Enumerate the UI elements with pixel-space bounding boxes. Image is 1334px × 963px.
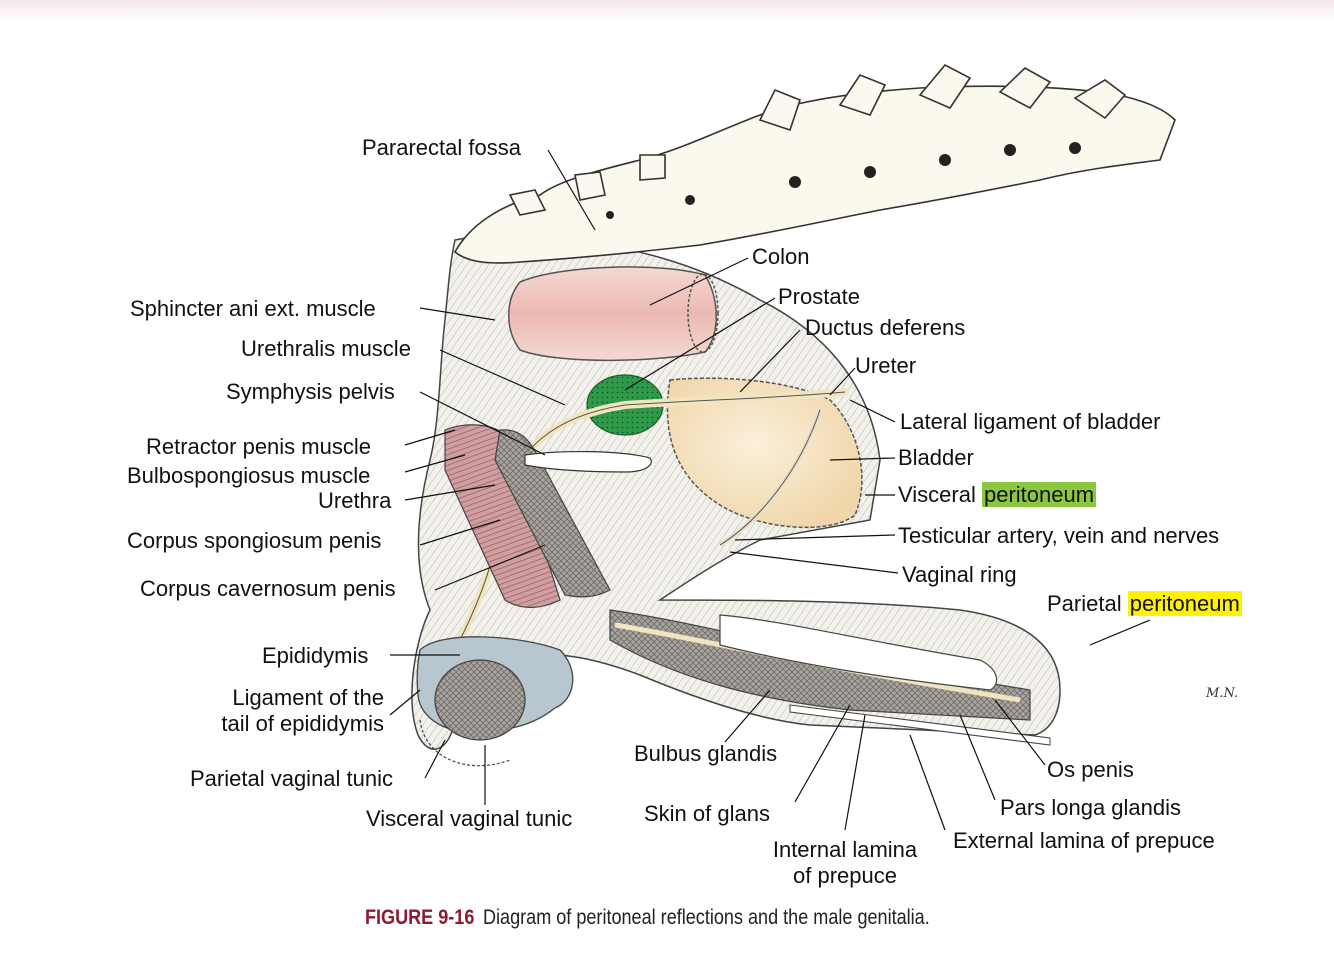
symphysis [524,450,652,473]
label-ureter: Ureter [855,353,917,378]
bladder [666,377,863,529]
label-parietal-peritoneum: Parietal peritoneum [1047,591,1242,617]
label-visceral-peritoneum: Visceral peritoneum [898,482,1097,508]
label-corpus-spongiosum: Corpus spongiosum penis [127,528,382,553]
label-symphysis: Symphysis pelvis [226,379,395,404]
label-prostate: Prostate [778,284,860,309]
label-pars-longa: Pars longa glandis [1000,795,1182,820]
label-colon: Colon [752,244,810,269]
label-urethralis: Urethralis muscle [241,336,411,361]
figure-caption: FIGURE 9-16 Diagram of peritoneal reflect… [365,906,930,930]
label-testicular-vessels: Testicular artery, vein and nerves [898,523,1220,548]
label-bulbospongiosus: Bulbospongiosus muscle [127,463,371,488]
label-ligament-tail-epididymis: Ligament of the tail of epididymis [196,685,384,737]
highlight-peritoneum-green: peritoneum [981,482,1097,507]
label-ductus-deferens: Ductus deferens [805,315,966,340]
label-bladder: Bladder [898,445,974,470]
label-corpus-cavernosum: Corpus cavernosum penis [140,576,396,601]
label-external-lamina: External lamina of prepuce [953,828,1215,853]
highlight-peritoneum-yellow: peritoneum [1127,591,1242,616]
label-internal-lamina: Internal lamina of prepuce [755,837,935,889]
top-band [0,0,1334,22]
label-epididymis: Epididymis [262,643,369,668]
colon [508,266,719,362]
label-parietal-vaginal-tunic: Parietal vaginal tunic [190,766,394,791]
label-visceral-vaginal-tunic: Visceral vaginal tunic [366,806,573,831]
ligament-tail-line-1: Ligament of the [232,685,384,710]
penile-muscles [444,424,1051,746]
label-skin-of-glans: Skin of glans [644,801,770,826]
testis [416,636,574,767]
label-urethra: Urethra [318,488,392,513]
urethra-tracts [456,388,849,644]
label-lateral-ligament-bladder: Lateral ligament of bladder [900,409,1161,434]
label-bulbus-glandis: Bulbus glandis [634,741,778,766]
label-vaginal-ring: Vaginal ring [902,562,1017,587]
spine-foramina [606,142,1081,219]
figure-number: FIGURE 9-16 [365,906,475,929]
leader-lines [389,149,1151,831]
ligament-tail-line-2: tail of epididymis [221,711,384,736]
visceral-prefix: Visceral [898,482,982,507]
internal-lamina-line-1: Internal lamina [772,837,918,862]
caption-text: Diagram of peritoneal reflections and th… [482,906,930,929]
label-retractor-penis: Retractor penis muscle [146,434,371,459]
spine [453,63,1176,264]
parietal-prefix: Parietal [1047,591,1128,616]
label-os-penis: Os penis [1047,757,1134,782]
label-pararectal-fossa: Pararectal fossa [362,135,521,160]
internal-lamina-line-2: of prepuce [793,863,897,888]
illustrator-signature: M.N. [1206,686,1239,701]
label-sphincter-ani: Sphincter ani ext. muscle [130,296,376,321]
